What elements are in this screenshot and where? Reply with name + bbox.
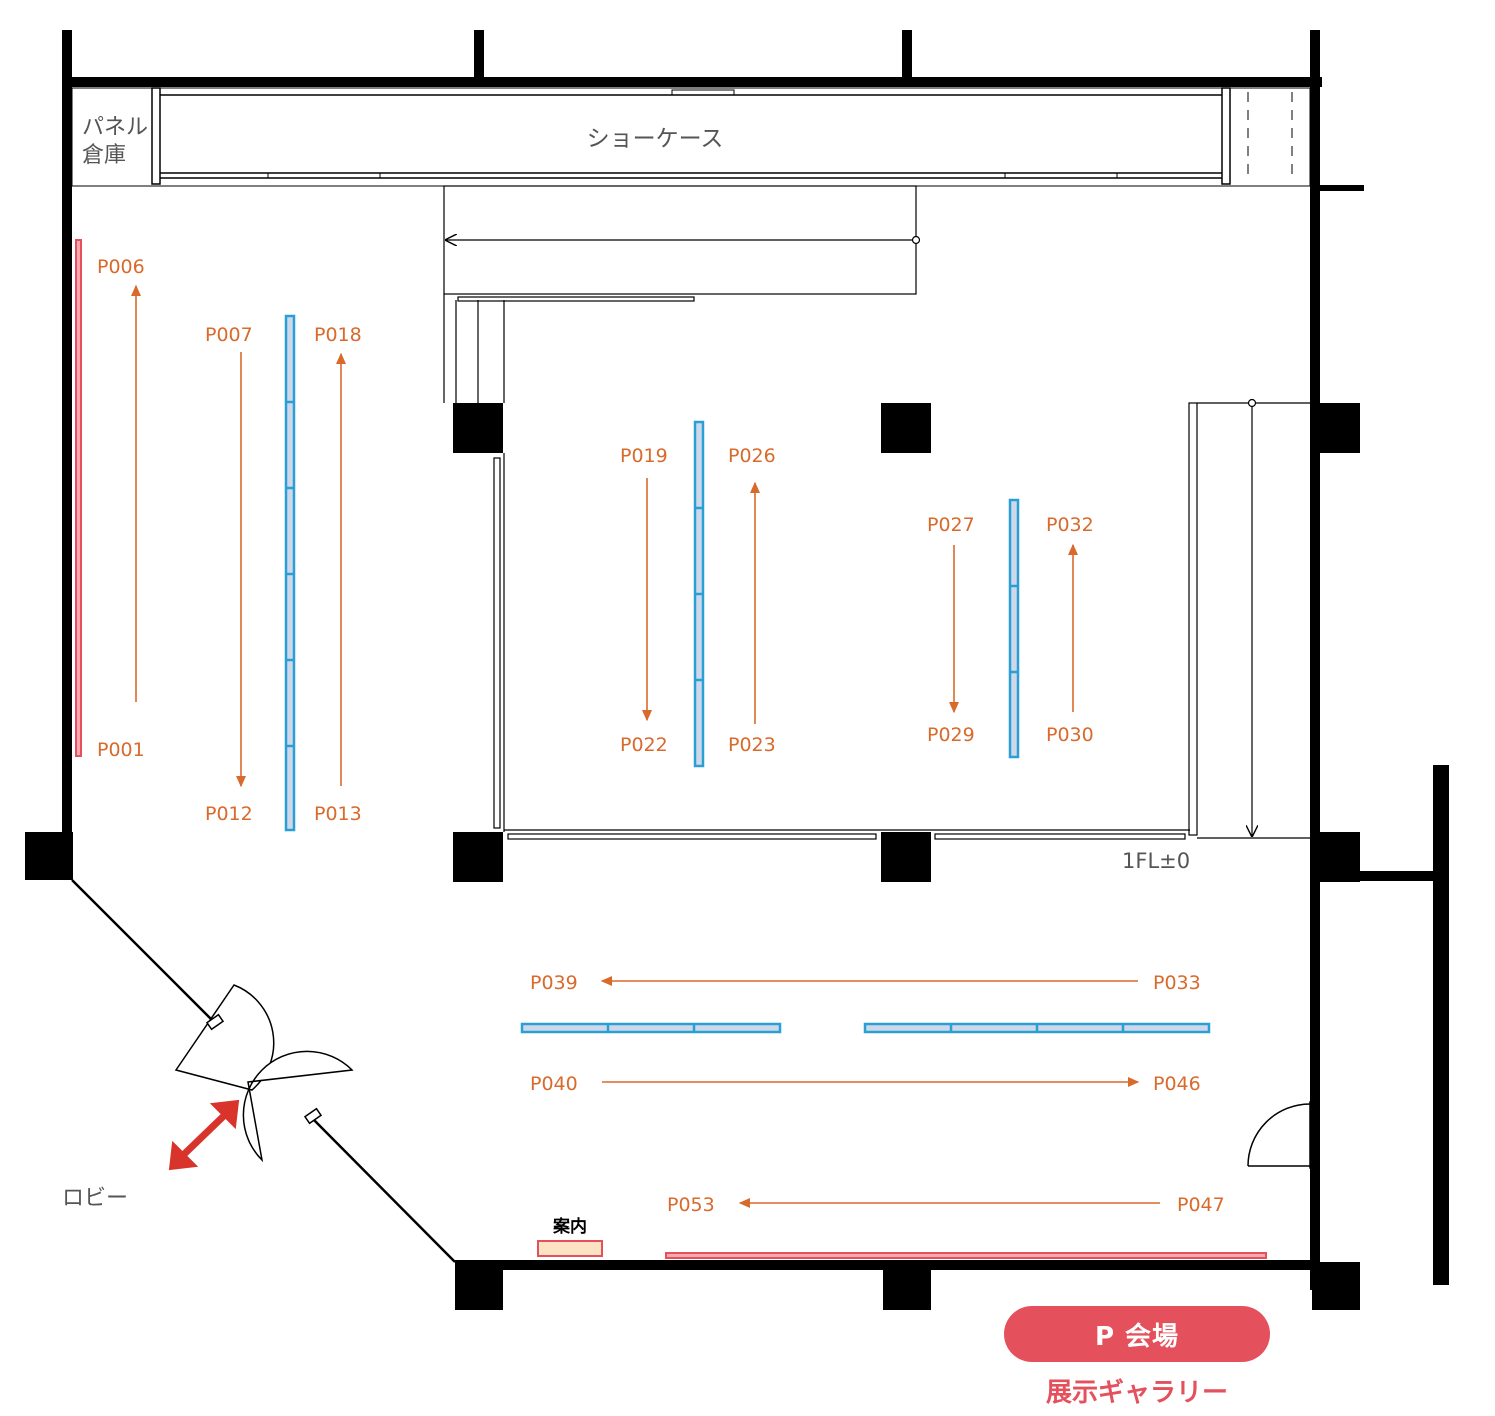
panel-storage-label-2: 倉庫 [82,143,126,168]
label-p046: P046 [1153,1073,1201,1095]
floor-level-label: 1FL±0 [1122,849,1190,873]
label-p012: P012 [205,803,253,825]
structural-columns [25,403,1360,1310]
label-p039: P039 [530,972,578,994]
label-p032: P032 [1046,514,1094,536]
venue-badge: P 会場 [1004,1306,1270,1362]
wall-panels-red [75,239,1267,1259]
showcase-area [71,87,1311,187]
label-p030: P030 [1046,724,1094,746]
lobby-label: ロビー [62,1186,128,1211]
label-p018: P018 [314,324,362,346]
gallery-title: 展示ギャラリー [1045,1378,1228,1408]
label-p029: P029 [927,724,975,746]
label-p053: P053 [667,1194,715,1216]
label-p026: P026 [728,445,776,467]
label-p023: P023 [728,734,776,756]
label-p001: P001 [97,739,145,761]
side-door [1247,1101,1319,1169]
label-p033: P033 [1153,972,1201,994]
label-p006: P006 [97,256,145,278]
label-p007: P007 [205,324,253,346]
display-panels-blue [284,314,1211,1034]
entrance-arrow-icon [168,1099,240,1171]
panel-storage-label: パネル [82,115,148,140]
label-p047: P047 [1177,1194,1225,1216]
label-p022: P022 [620,734,668,756]
label-p013: P013 [314,803,362,825]
label-p027: P027 [927,514,975,536]
inner-partitions [443,185,1310,840]
info-desk-label: 案内 [552,1216,587,1237]
label-p019: P019 [620,445,668,467]
panel-labels: P006 P001 P007 P018 P012 P013 P019 P026 … [97,256,1225,1216]
info-desk [537,1240,603,1257]
showcase-label: ショーケース [587,126,724,152]
label-p040: P040 [530,1073,578,1095]
route-arrows [130,284,1160,1209]
entrance-doors [71,879,456,1263]
